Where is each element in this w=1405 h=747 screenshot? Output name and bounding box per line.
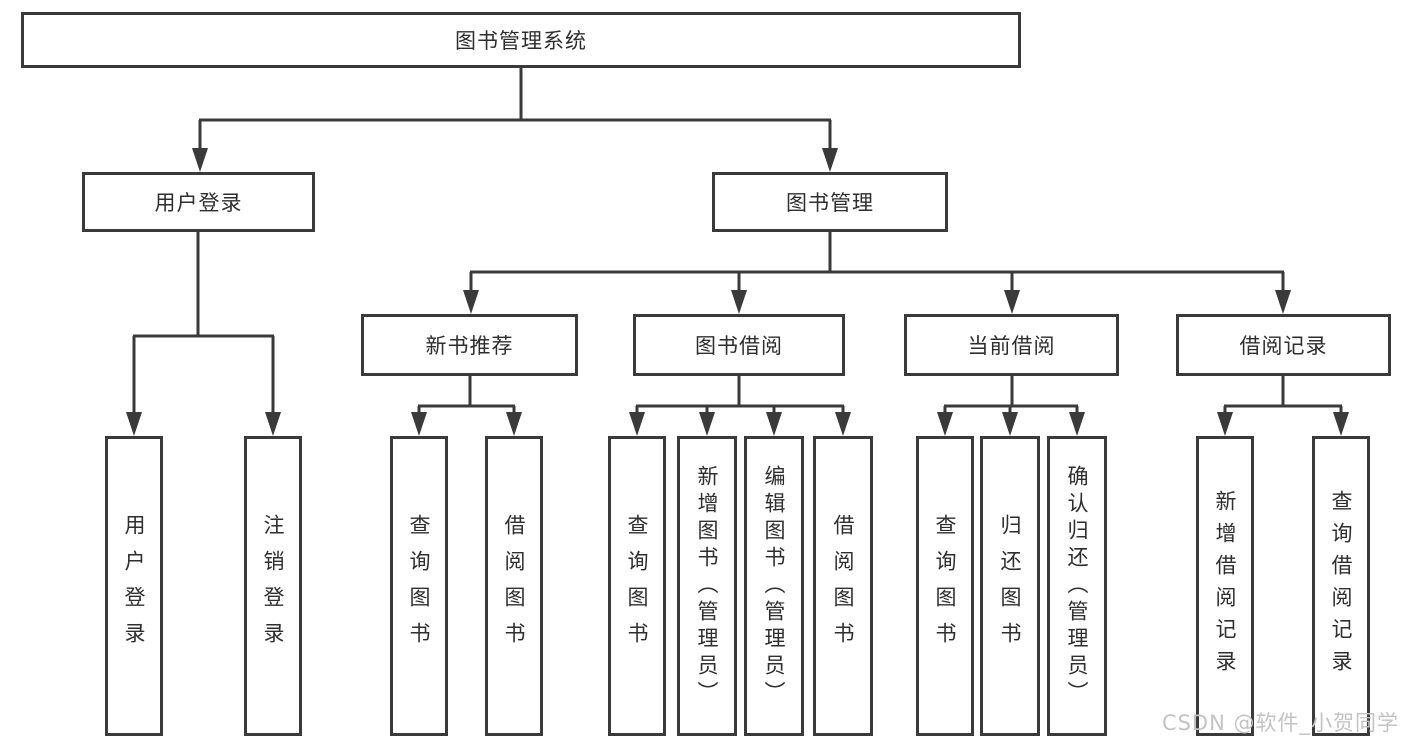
- node-user-login: 用户登录: [82, 172, 315, 232]
- node-borrowing-records: 借阅记录: [1176, 314, 1391, 376]
- node-library-system: 图书管理系统: [21, 12, 1021, 68]
- connector-book-borrowing-to-leaves: [629, 376, 851, 436]
- node-current-borrowing: 当前借阅: [904, 314, 1119, 376]
- node-user-login-label: 用户登录: [154, 191, 243, 215]
- node-leaf-edit-books-admin: 编辑图书（管理员）: [744, 436, 804, 736]
- node-leaf-borrow-books-borrowing-label: 借阅图书: [831, 514, 855, 658]
- node-leaf-return-books: 归还图书: [980, 436, 1040, 736]
- node-library-system-label: 图书管理系统: [455, 29, 587, 53]
- connector-borrowing-records-to-leaves: [1217, 376, 1349, 436]
- node-leaf-borrow-books-recommend: 借阅图书: [485, 436, 543, 736]
- node-leaf-query-books-recommend: 查询图书: [390, 436, 448, 736]
- node-leaf-query-borrow-record-label: 查询借阅记录: [1329, 490, 1353, 682]
- connector-root-to-level2: [192, 68, 838, 172]
- node-leaf-query-books-borrowing-label: 查询图书: [625, 514, 649, 658]
- connector-current-borrowing-to-leaves: [937, 376, 1085, 436]
- node-leaf-add-books-admin: 新增图书（管理员）: [677, 436, 737, 736]
- node-leaf-add-books-admin-label: 新增图书（管理员）: [695, 464, 719, 708]
- node-leaf-confirm-return-admin: 确认归还（管理员）: [1047, 436, 1107, 736]
- node-leaf-logout: 注销登录: [244, 436, 302, 736]
- node-leaf-logout-label: 注销登录: [261, 514, 285, 658]
- node-leaf-add-borrow-record-label: 新增借阅记录: [1213, 490, 1237, 682]
- node-book-management: 图书管理: [712, 172, 948, 232]
- csdn-watermark: CSDN @软件_小贺同学: [1161, 711, 1399, 735]
- node-new-book-recommendation-label: 新书推荐: [425, 334, 514, 358]
- connector-user-login-to-leaves: [126, 232, 281, 436]
- node-book-management-label: 图书管理: [786, 191, 874, 215]
- node-leaf-edit-books-admin-label: 编辑图书（管理员）: [762, 464, 786, 708]
- connector-new-book-to-leaves: [411, 376, 522, 436]
- node-current-borrowing-label: 当前借阅: [967, 334, 1056, 358]
- node-leaf-borrow-books-borrowing: 借阅图书: [813, 436, 873, 736]
- node-book-borrowing: 图书借阅: [633, 314, 845, 376]
- node-leaf-query-books-borrowing: 查询图书: [608, 436, 666, 736]
- node-leaf-query-books-recommend-label: 查询图书: [407, 514, 431, 658]
- node-leaf-confirm-return-admin-label: 确认归还（管理员）: [1065, 464, 1089, 708]
- node-leaf-query-borrow-record: 查询借阅记录: [1312, 436, 1370, 736]
- connector-book-management-to-level3: [463, 232, 1291, 314]
- node-book-borrowing-label: 图书借阅: [695, 334, 783, 358]
- node-leaf-user-login-label: 用户登录: [122, 514, 146, 658]
- node-new-book-recommendation: 新书推荐: [361, 314, 578, 376]
- node-leaf-user-login: 用户登录: [105, 436, 163, 736]
- node-leaf-query-books-current: 查询图书: [916, 436, 974, 736]
- node-borrowing-records-label: 借阅记录: [1239, 334, 1328, 358]
- node-leaf-return-books-label: 归还图书: [998, 514, 1022, 658]
- node-leaf-add-borrow-record: 新增借阅记录: [1196, 436, 1254, 736]
- node-leaf-borrow-books-recommend-label: 借阅图书: [502, 514, 526, 658]
- node-leaf-query-books-current-label: 查询图书: [933, 514, 957, 658]
